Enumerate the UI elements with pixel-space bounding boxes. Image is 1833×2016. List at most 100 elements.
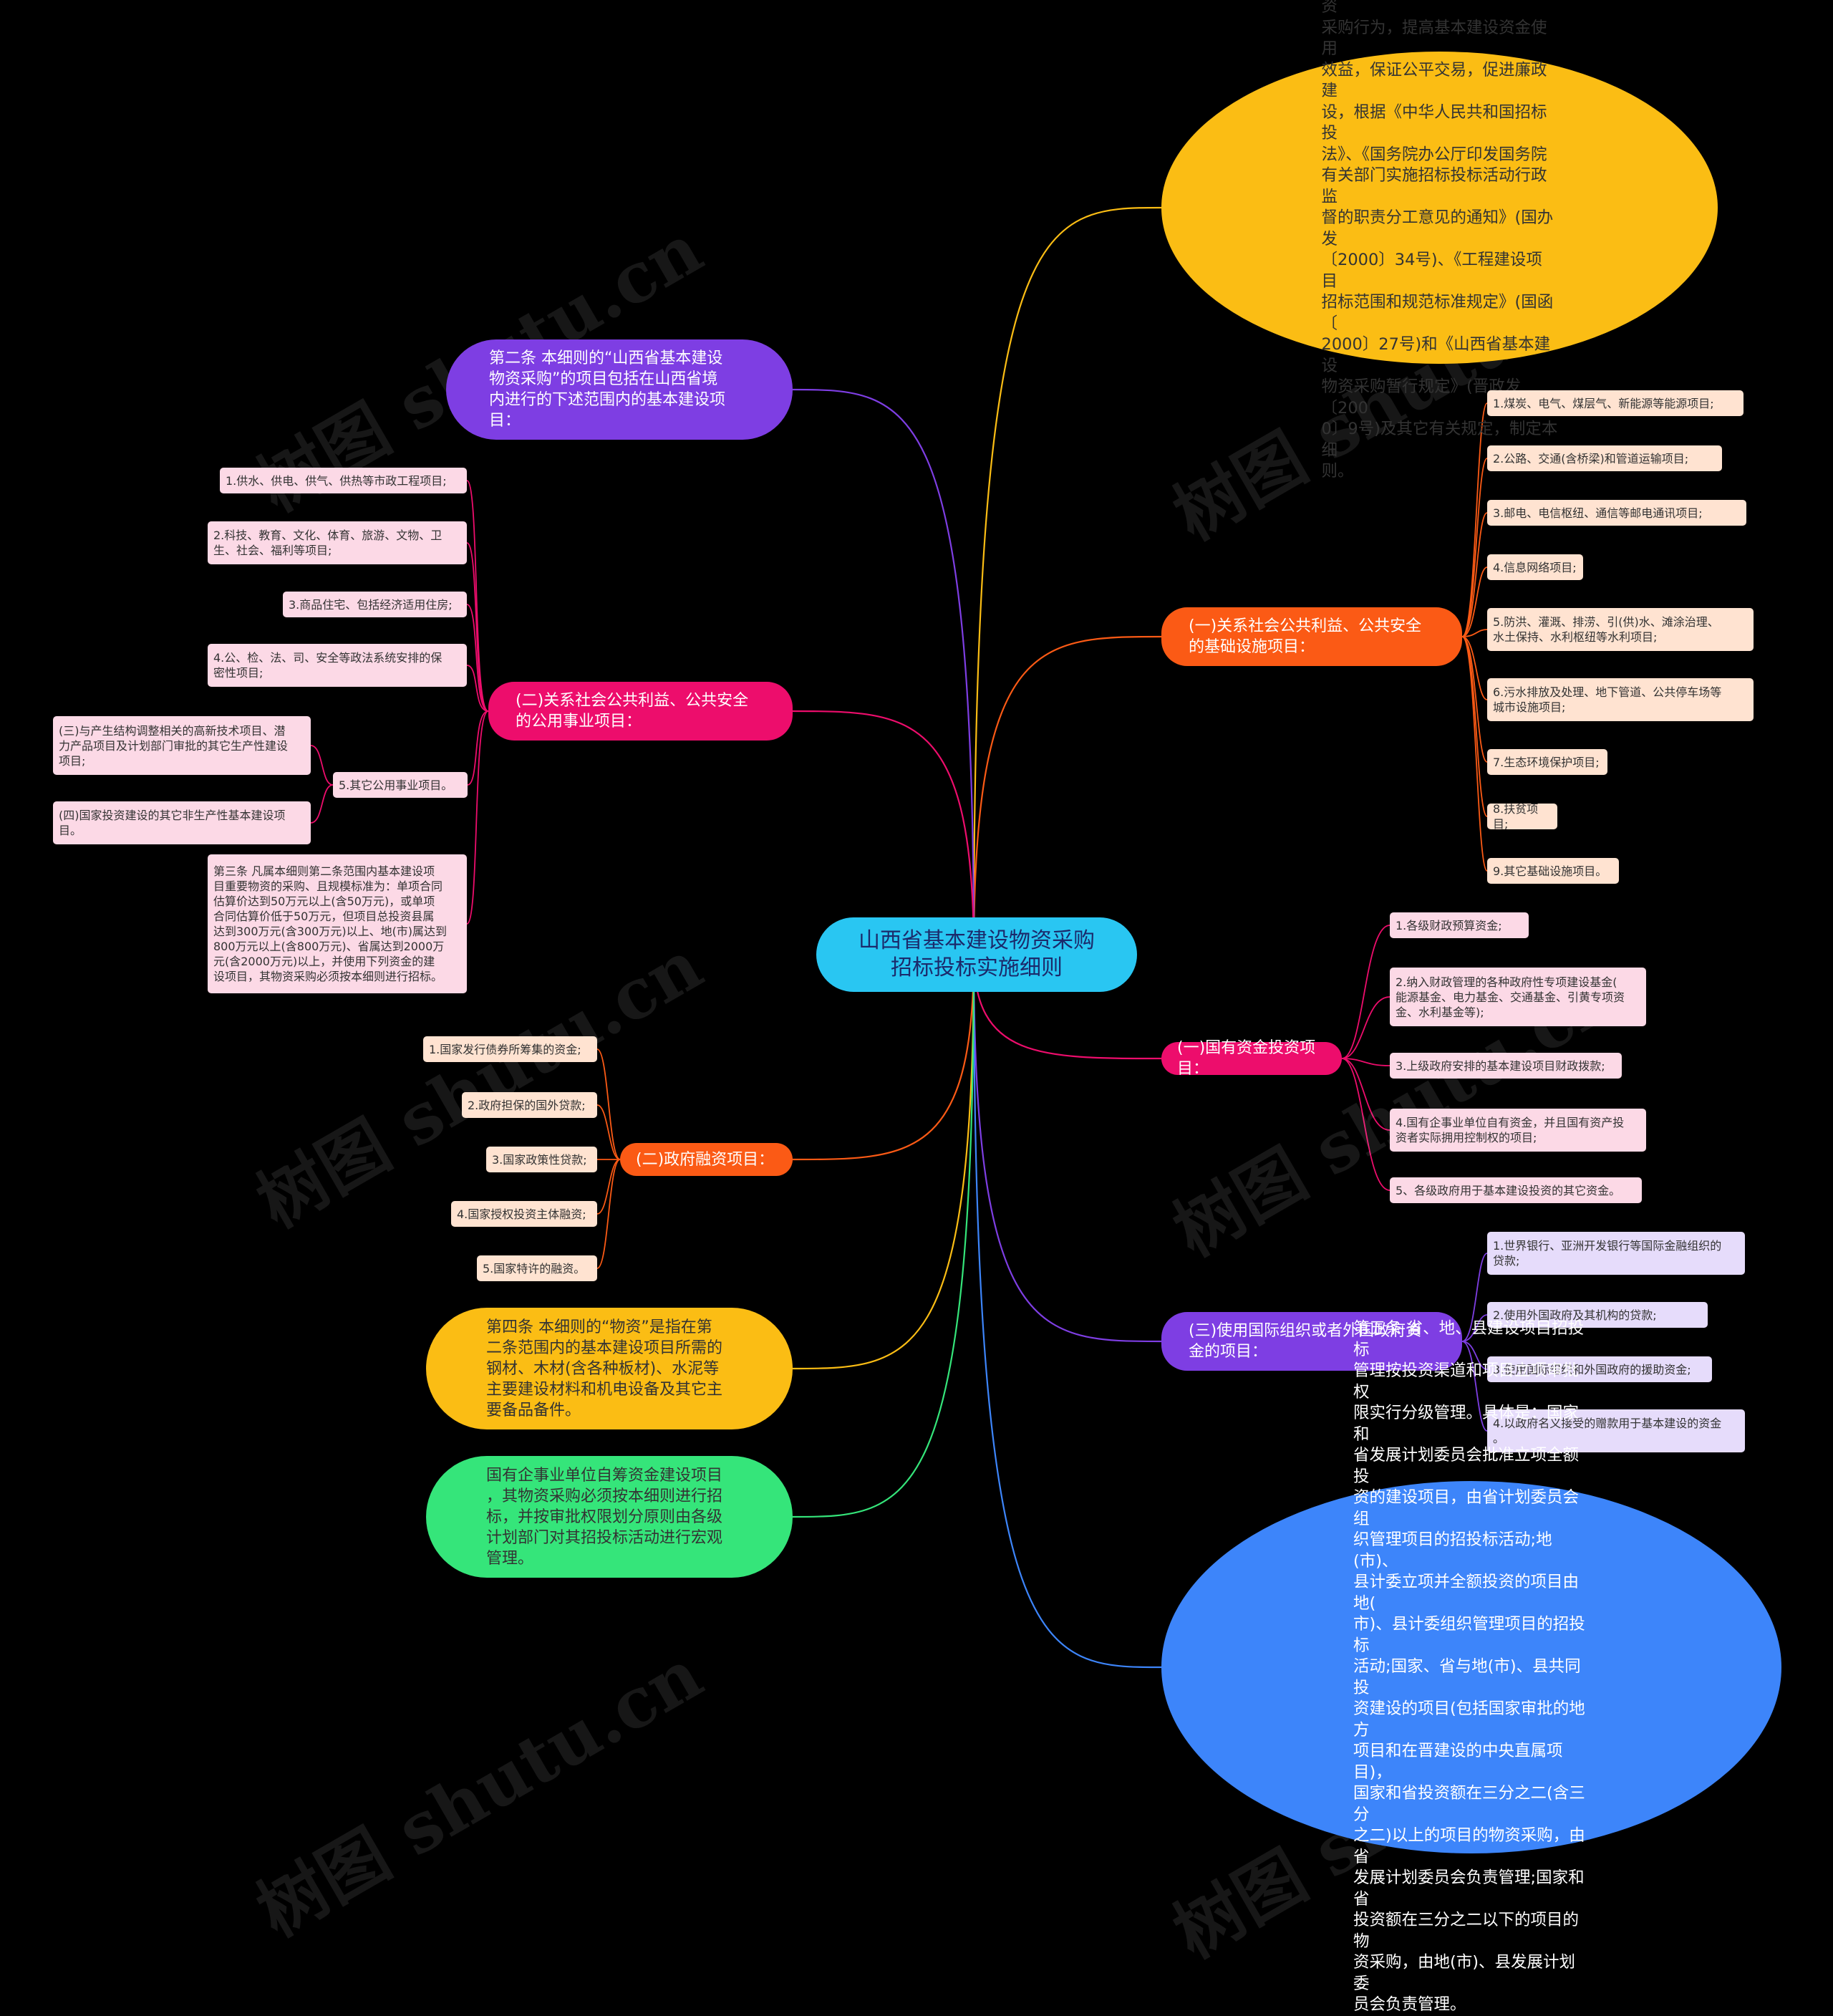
article-4-node[interactable]: 第四条 本细则的“物资”是指在第 二条范围内的基本建设项目所需的 钢材、木材(含… xyxy=(426,1308,793,1429)
branch-intl[interactable]: (三)使用国际组织或者外国政府资 金的项目： xyxy=(1161,1312,1462,1371)
branch-financing-text: (二)政府融资项目： xyxy=(636,1150,775,1169)
infra-item-7-text: 7.生态环境保护项目; xyxy=(1493,755,1600,769)
public-item-5[interactable]: 5.其它公用事业项目。 xyxy=(333,772,468,798)
infra-item-8-text: 8.扶贫项目; xyxy=(1493,802,1539,831)
connector xyxy=(596,1048,621,1160)
state-funds-item-4[interactable]: 4.国有企事业单位自有资金，并且国有资产投 资者实际拥用控制权的项目; xyxy=(1390,1109,1646,1152)
state-funds-item-3-text: 3.上级政府安排的基本建设项目财政拨款; xyxy=(1396,1058,1605,1073)
connector xyxy=(310,784,334,824)
infra-item-1[interactable]: 1.煤炭、电气、煤层气、新能源等能源项目; xyxy=(1487,390,1743,416)
connector xyxy=(466,665,489,712)
state-funds-item-5[interactable]: 5、各级政府用于基本建设投资的其它资金。 xyxy=(1390,1177,1642,1203)
connector xyxy=(467,710,489,786)
intl-item-1[interactable]: 1.世界银行、亚洲开发银行等国际金融组织的 贷款; xyxy=(1487,1232,1745,1275)
connector xyxy=(792,954,975,1518)
intl-item-3-text: 3.使用国际组织和外国政府的援助资金; xyxy=(1493,1362,1691,1376)
public-item-1-text: 1.供水、供电、供气、供热等市政工程项目; xyxy=(226,473,447,488)
state-funds-item-5-text: 5、各级政府用于基本建设投资的其它资金。 xyxy=(1396,1183,1621,1197)
infra-item-5-text: 5.防洪、灌溉、排涝、引(供)水、滩涂治理、 水土保持、水利枢纽等水利项目; xyxy=(1493,615,1719,644)
connector xyxy=(1461,402,1488,637)
connector xyxy=(1461,1253,1488,1342)
connector xyxy=(1341,925,1391,1059)
state-funds-item-1[interactable]: 1.各级财政预算资金; xyxy=(1390,912,1529,938)
branch-intl-text: (三)使用国际组织或者外国政府资 金的项目： xyxy=(1189,1322,1422,1361)
connector xyxy=(792,710,975,955)
public-item-5-sub-2-text: (四)国家投资建设的其它非生产性基本建设项 目。 xyxy=(59,809,286,837)
center-topic[interactable]: 山西省基本建设物资采购 招标投标实施细则 xyxy=(816,917,1137,992)
connector xyxy=(972,206,1162,955)
financing-item-3-text: 3.国家政策性贷款; xyxy=(492,1152,587,1167)
connector xyxy=(596,1104,621,1160)
financing-item-1-text: 1.国家发行债券所筹集的资金; xyxy=(429,1042,581,1056)
connector xyxy=(1461,566,1488,637)
intl-item-2[interactable]: 2.使用外国政府及其机构的贷款; xyxy=(1487,1302,1708,1328)
public-item-2[interactable]: 2.科技、教育、文化、体育、旅游、文物、卫 生、社会、福利等项目; xyxy=(208,521,467,564)
public-item-1[interactable]: 1.供水、供电、供气、供热等市政工程项目; xyxy=(220,468,467,493)
infra-item-9-text: 9.其它基础设施项目。 xyxy=(1493,864,1607,878)
financing-item-2-text: 2.政府担保的国外贷款; xyxy=(468,1098,586,1112)
connector xyxy=(466,710,489,925)
state-funds-item-4-text: 4.国有企事业单位自有资金，并且国有资产投 资者实际拥用控制权的项目; xyxy=(1396,1116,1625,1144)
public-item-5-sub-2[interactable]: (四)国家投资建设的其它非生产性基本建设项 目。 xyxy=(53,801,311,844)
article-2-node[interactable]: 第二条 本细则的“山西省基本建设 物资采购”的项目包括在山西省境 内进行的下述范… xyxy=(446,339,793,440)
connector xyxy=(1461,1341,1488,1370)
state-funds-item-2-text: 2.纳入财政管理的各种政府性专项建设基金( 能源基金、电力基金、交通基金、引黄专… xyxy=(1396,975,1625,1019)
connector xyxy=(596,1159,621,1269)
infra-item-9[interactable]: 9.其它基础设施项目。 xyxy=(1487,858,1619,884)
infra-item-4-text: 4.信息网络项目; xyxy=(1493,560,1577,574)
branch-public[interactable]: (二)关系社会公共利益、公共安全 的公用事业项目： xyxy=(488,682,793,741)
article-2-node-text: 第二条 本细则的“山西省基本建设 物资采购”的项目包括在山西省境 内进行的下述范… xyxy=(489,349,726,430)
public-item-4[interactable]: 4.公、检、法、司、安全等政法系统安排的保 密性项目; xyxy=(208,644,467,687)
connector xyxy=(1461,1341,1488,1432)
center-topic-text: 山西省基本建设物资采购 招标投标实施细则 xyxy=(859,928,1095,980)
public-item-2-text: 2.科技、教育、文化、体育、旅游、文物、卫 生、社会、福利等项目; xyxy=(213,529,442,557)
connector xyxy=(972,635,1162,955)
public-item-4-text: 4.公、检、法、司、安全等政法系统安排的保 密性项目; xyxy=(213,651,442,680)
branch-state-funds[interactable]: (一)国有资金投资项目： xyxy=(1161,1039,1342,1078)
financing-item-5-text: 5.国家特许的融资。 xyxy=(483,1261,586,1275)
self-funded-node-text: 国有企事业单位自筹资金建设项目 ，其物资采购必须按本细则进行招 标，并按审批权限… xyxy=(486,1466,723,1568)
public-item-3-text: 3.商品住宅、包括经济适用住房; xyxy=(289,597,453,612)
public-item-5-sub-1[interactable]: (三)与产生结构调整相关的高新技术项目、潜 力产品项目及计划部门审批的其它生产性… xyxy=(53,716,311,775)
public-item-6[interactable]: 第三条 凡属本细则第二条范围内基本建设项 目重要物资的采购、且规模标准为：单项合… xyxy=(208,854,467,993)
branch-financing[interactable]: (二)政府融资项目： xyxy=(620,1143,793,1176)
article-1-node[interactable]: 第一条 为保护国家利益，维护市场 竞争秩序，规范基本建设项目物资 采购行为，提高… xyxy=(1161,0,1718,481)
infra-item-8[interactable]: 8.扶贫项目; xyxy=(1487,802,1557,831)
article-1-node-text: 第一条 为保护国家利益，维护市场 竞争秩序，规范基本建设项目物资 采购行为，提高… xyxy=(1321,0,1558,481)
connector xyxy=(1461,1314,1488,1342)
infra-item-6-text: 6.污水排放及处理、地下管道、公共停车场等 城市设施项目; xyxy=(1493,685,1722,714)
financing-item-5[interactable]: 5.国家特许的融资。 xyxy=(477,1255,597,1281)
public-item-3[interactable]: 3.商品住宅、包括经济适用住房; xyxy=(283,592,467,617)
infra-item-4[interactable]: 4.信息网络项目; xyxy=(1487,554,1583,580)
state-funds-item-2[interactable]: 2.纳入财政管理的各种政府性专项建设基金( 能源基金、电力基金、交通基金、引黄专… xyxy=(1390,968,1646,1026)
connector xyxy=(310,745,334,786)
infra-item-3[interactable]: 3.邮电、电信枢纽、通信等邮电通讯项目; xyxy=(1487,500,1746,526)
financing-item-1[interactable]: 1.国家发行债券所筹集的资金; xyxy=(423,1036,597,1062)
financing-item-3[interactable]: 3.国家政策性贷款; xyxy=(486,1147,597,1172)
connector xyxy=(972,954,1162,1669)
intl-item-3[interactable]: 3.使用国际组织和外国政府的援助资金; xyxy=(1487,1356,1712,1382)
financing-item-4[interactable]: 4.国家授权投资主体融资; xyxy=(451,1201,597,1227)
connector xyxy=(1461,629,1488,637)
infra-item-7[interactable]: 7.生态环境保护项目; xyxy=(1487,749,1607,775)
branch-public-text: (二)关系社会公共利益、公共安全 的公用事业项目： xyxy=(516,692,749,730)
state-funds-item-3[interactable]: 3.上级政府安排的基本建设项目财政拨款; xyxy=(1390,1053,1622,1079)
branch-infra[interactable]: (一)关系社会公共利益、公共安全 的基础设施项目： xyxy=(1161,607,1462,666)
branch-infra-text: (一)关系社会公共利益、公共安全 的基础设施项目： xyxy=(1189,617,1422,656)
infra-item-2-text: 2.公路、交通(含桥梁)和管道运输项目; xyxy=(1493,451,1689,466)
connector xyxy=(1341,1058,1391,1131)
self-funded-node[interactable]: 国有企事业单位自筹资金建设项目 ，其物资采购必须按本细则进行招 标，并按审批权限… xyxy=(426,1456,793,1578)
connector xyxy=(466,604,489,712)
connector xyxy=(792,954,975,1370)
infra-item-5[interactable]: 5.防洪、灌溉、排涝、引(供)水、滩涂治理、 水土保持、水利枢纽等水利项目; xyxy=(1487,608,1754,651)
article-5-node[interactable]: 第五条 省、地、县建设项目招投标 管理按投资渠道和项目立项审批权 限实行分级管理… xyxy=(1161,1319,1781,2014)
connector xyxy=(596,1159,621,1215)
public-item-5-text: 5.其它公用事业项目。 xyxy=(339,778,453,792)
infra-item-2[interactable]: 2.公路、交通(含桥梁)和管道运输项目; xyxy=(1487,445,1722,471)
financing-item-2[interactable]: 2.政府担保的国外贷款; xyxy=(462,1092,597,1118)
intl-item-4[interactable]: 4.以政府名义接受的赠款用于基本建设的资金 。 xyxy=(1487,1409,1745,1452)
article-4-node-text: 第四条 本细则的“物资”是指在第 二条范围内的基本建设项目所需的 钢材、木材(含… xyxy=(486,1318,723,1419)
intl-item-1-text: 1.世界银行、亚洲开发银行等国际金融组织的 贷款; xyxy=(1493,1239,1722,1268)
connector xyxy=(1461,636,1488,872)
infra-item-6[interactable]: 6.污水排放及处理、地下管道、公共停车场等 城市设施项目; xyxy=(1487,678,1754,721)
